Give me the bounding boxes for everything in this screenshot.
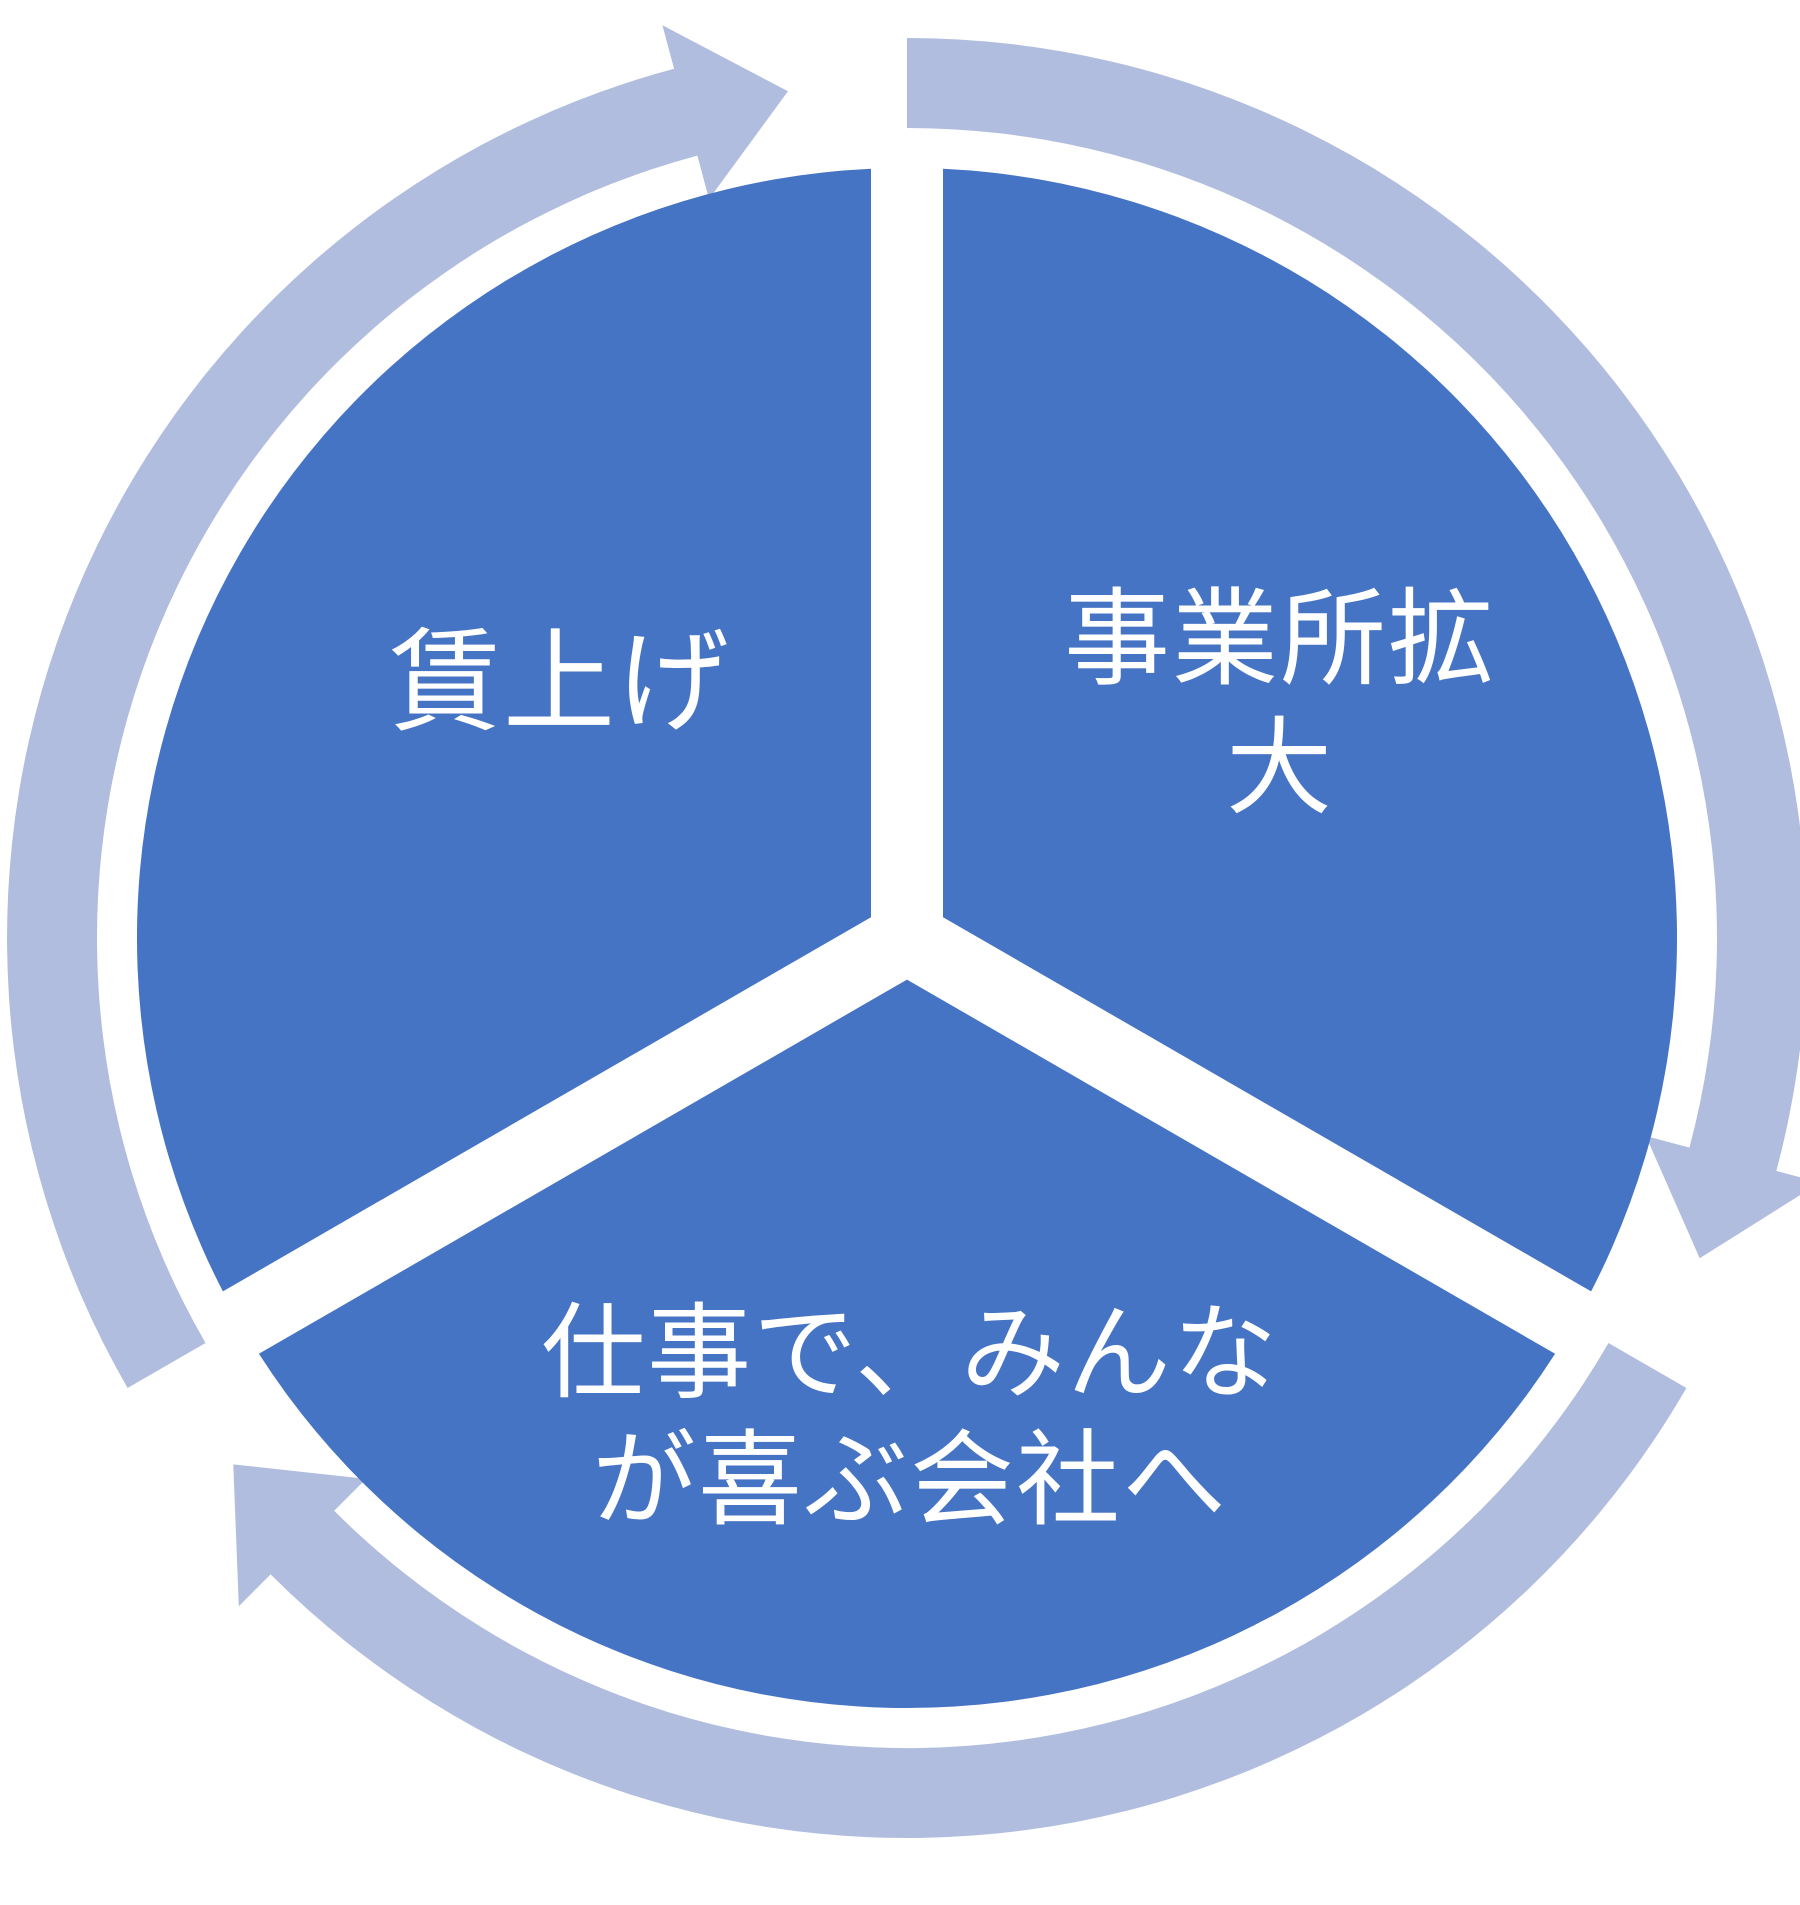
segment-happy-company: [258, 979, 1556, 1709]
segment-wage-increase: [136, 168, 871, 1292]
arrow-to-wage-increase: [233, 1343, 1687, 1838]
segment-label-business-expansion: 事業所拡 大: [1064, 578, 1496, 831]
arrow-to-business-expansion: [7, 25, 789, 1389]
segment-label-wage-increase: 賃上げ: [389, 618, 731, 748]
segment-label-happy-company: 仕事で、みんな が喜ぶ会社へ: [541, 1292, 1279, 1541]
segment-business-expansion: [943, 168, 1678, 1292]
ring-arrows: [7, 25, 1800, 1838]
pie-segments: [136, 168, 1678, 1709]
arrow-to-happy-company: [907, 38, 1800, 1259]
